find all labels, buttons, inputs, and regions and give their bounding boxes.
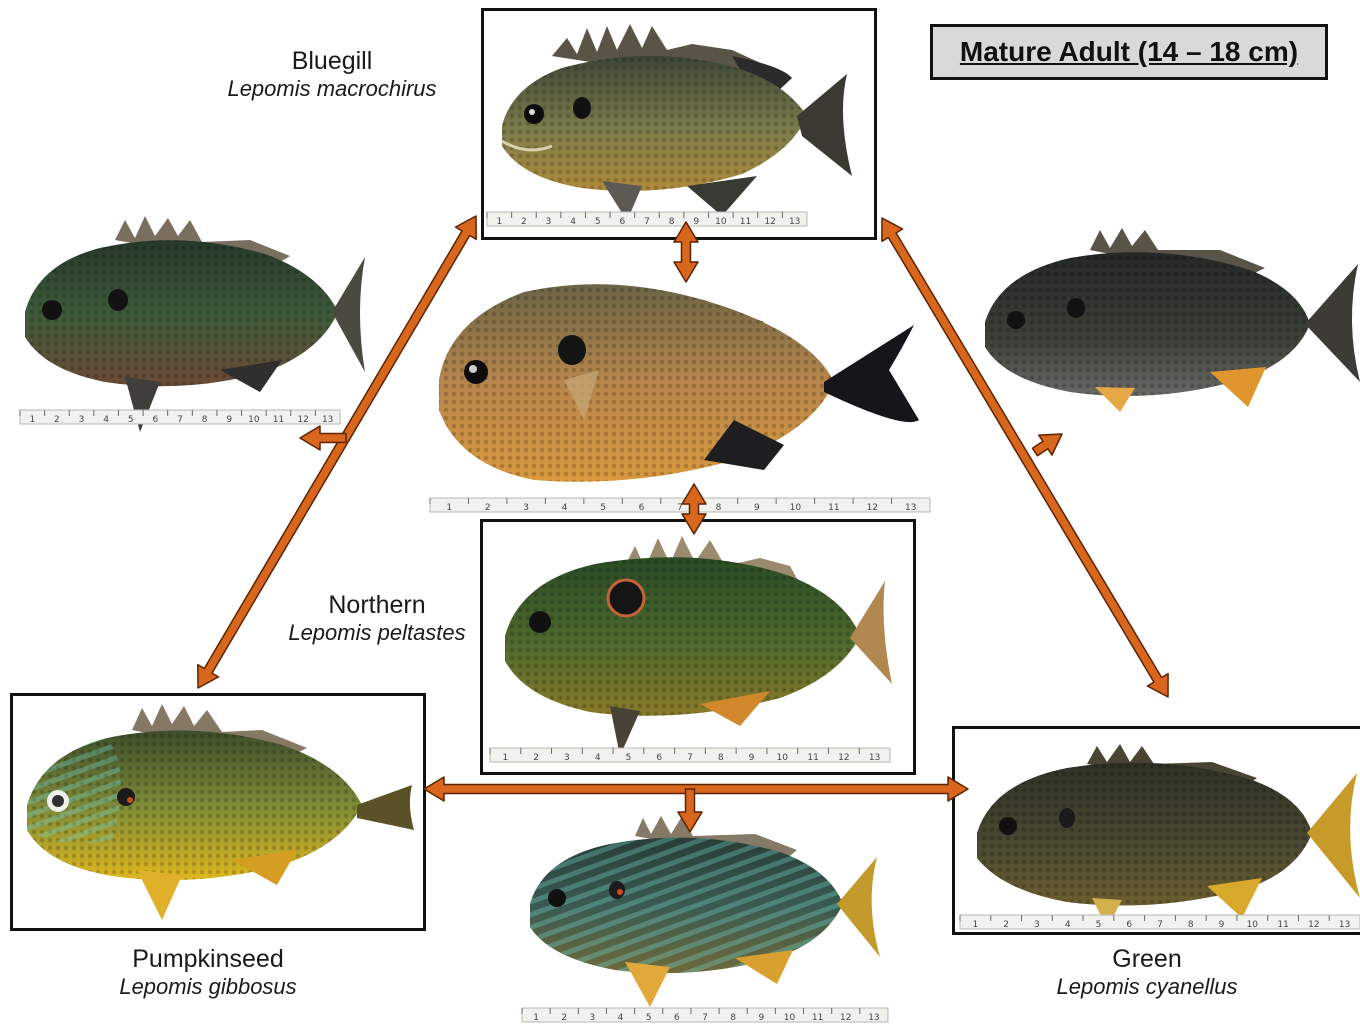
bluegill-fish-illustration [502, 24, 852, 221]
ruler-tick-label: 2 [54, 415, 60, 425]
ruler-tick-label: 8 [730, 1013, 736, 1023]
hybrid-fish-illustration [439, 284, 919, 482]
ruler-tick-label: 4 [570, 217, 576, 227]
ruler-tick-label: 5 [128, 415, 134, 425]
ruler-tick-label: 11 [273, 415, 284, 425]
ruler-tick-label: 2 [521, 217, 527, 227]
ruler-tick-label: 12 [840, 1013, 851, 1023]
ruler-tick-label: 11 [828, 503, 839, 513]
ruler-tick-label: 10 [248, 415, 260, 425]
ruler-tick-label: 1 [973, 920, 979, 930]
ruler-tick-label: 13 [869, 753, 880, 763]
ruler-tick-label: 13 [789, 217, 800, 227]
ruler-tick-label: 9 [754, 503, 760, 513]
ruler-tick-label: 9 [749, 753, 755, 763]
ruler-tick-label: 10 [1247, 920, 1259, 930]
ruler-tick-label: 5 [626, 753, 632, 763]
ruler-tick-label: 6 [674, 1013, 680, 1023]
ruler-tick-label: 3 [546, 217, 552, 227]
ruler-tick-label: 11 [812, 1013, 823, 1023]
ruler-tick-label: 5 [600, 503, 606, 513]
ruler-tick-label: 9 [1219, 920, 1225, 930]
ruler-tick-label: 7 [687, 753, 693, 763]
ruler-tick-label: 10 [790, 503, 802, 513]
ruler-tick-label: 6 [620, 217, 626, 227]
right-hybrid-fish-illustration [985, 228, 1360, 412]
green-fish-illustration [977, 744, 1360, 928]
ruler-tick-label: 4 [1065, 920, 1071, 930]
ruler-tick-label: 7 [644, 217, 650, 227]
ruler-tick-label: 1 [503, 753, 509, 763]
ruler-tick-label: 2 [1003, 920, 1009, 930]
ruler-tick-label: 3 [564, 753, 570, 763]
ruler-tick-label: 8 [716, 503, 722, 513]
ruler-tick-label: 1 [29, 415, 35, 425]
ruler-tick-label: 2 [533, 753, 539, 763]
ruler-tick-label: 5 [595, 217, 601, 227]
ruler-tick-label: 3 [1034, 920, 1040, 930]
ruler-tick-label: 10 [777, 753, 789, 763]
ruler-tick-label: 9 [758, 1013, 764, 1023]
ruler-tick-label: 2 [561, 1013, 567, 1023]
ruler-tick-label: 8 [669, 217, 675, 227]
northern-fish-illustration [505, 536, 892, 756]
ruler-tick-label: 7 [177, 415, 183, 425]
ruler-tick-label: 4 [618, 1013, 624, 1023]
bottom-hybrid-fish-illustration [530, 816, 880, 1007]
ruler-tick-label: 1 [496, 217, 502, 227]
ruler-tick-label: 4 [103, 415, 109, 425]
ruler-tick-label: 6 [1126, 920, 1132, 930]
ruler-tick-label: 12 [867, 503, 878, 513]
ruler-tick-label: 7 [702, 1013, 708, 1023]
pumpkinseed-fish-illustration [27, 704, 414, 920]
ruler-tick-label: 12 [297, 415, 308, 425]
ruler-tick-label: 13 [905, 503, 916, 513]
ruler-tick-label: 3 [79, 415, 85, 425]
ruler-tick-label: 3 [523, 503, 529, 513]
arrow-branch-right [1033, 434, 1063, 456]
arrow-pumpkinseed-green [424, 777, 968, 801]
ruler-tick-label: 12 [764, 217, 775, 227]
ruler-tick-label: 4 [595, 753, 601, 763]
ruler-tick-label: 11 [807, 753, 818, 763]
left-hybrid-fish-illustration [25, 216, 365, 432]
arrow-bluegill-hybrid [674, 222, 698, 282]
ruler-tick-label: 1 [533, 1013, 539, 1023]
ruler-tick-label: 12 [838, 753, 849, 763]
ruler-tick-label: 11 [740, 217, 751, 227]
ruler-tick-label: 3 [590, 1013, 596, 1023]
ruler-tick-label: 5 [646, 1013, 652, 1023]
ruler-tick-label: 5 [1096, 920, 1102, 930]
ruler-tick-label: 7 [1157, 920, 1163, 930]
ruler-tick-label: 8 [718, 753, 724, 763]
ruler-tick-label: 13 [1339, 920, 1350, 930]
ruler-tick-label: 8 [1188, 920, 1194, 930]
ruler-tick-label: 9 [226, 415, 232, 425]
ruler-tick-label: 13 [322, 415, 333, 425]
ruler-tick-label: 2 [485, 503, 491, 513]
ruler-tick-label: 1 [446, 503, 452, 513]
ruler-tick-label: 9 [693, 217, 699, 227]
ruler-tick-label: 10 [715, 217, 727, 227]
ruler-tick-label: 13 [868, 1013, 879, 1023]
ruler-tick-label: 8 [202, 415, 208, 425]
ruler-tick-label: 4 [562, 503, 568, 513]
ruler-tick-label: 12 [1308, 920, 1319, 930]
ruler-tick-label: 10 [784, 1013, 796, 1023]
ruler-tick-label: 6 [153, 415, 159, 425]
ruler-tick-label: 6 [656, 753, 662, 763]
ruler-tick-label: 11 [1277, 920, 1288, 930]
ruler-tick-label: 6 [639, 503, 645, 513]
